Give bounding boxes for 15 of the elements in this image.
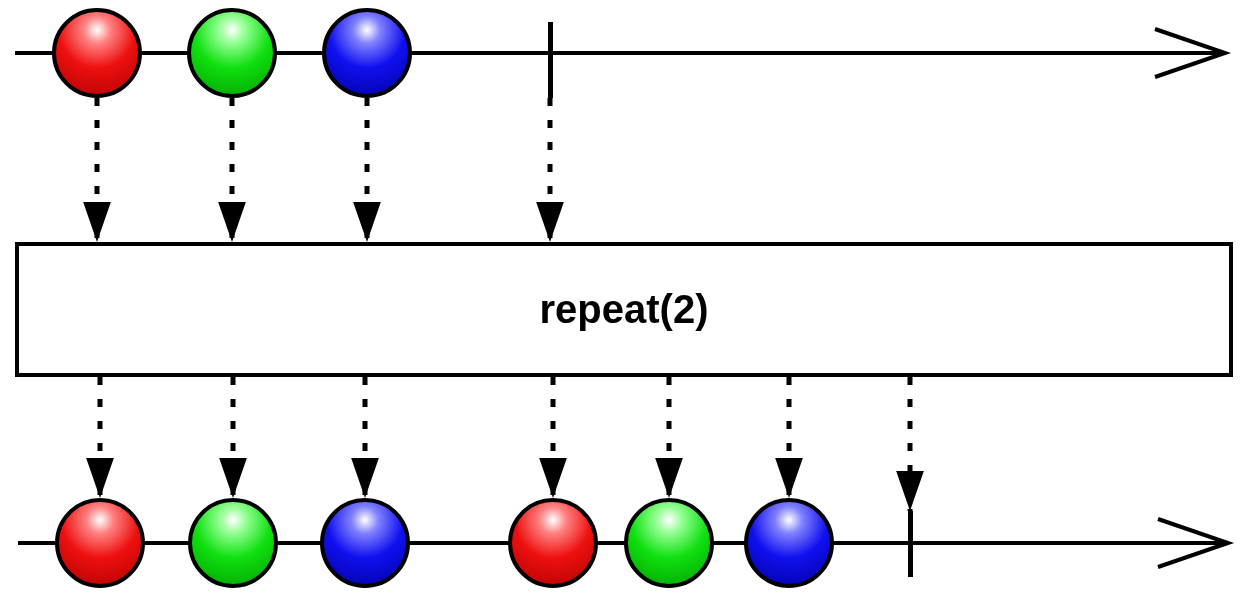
arrow [896,377,924,511]
arrow [655,377,683,498]
completion-tick [907,511,913,577]
arrow [351,377,379,498]
arrow [775,377,803,498]
arrow [218,98,246,242]
arrow [86,377,114,498]
arrow [219,377,247,498]
arrow [353,98,381,242]
arrow [83,98,111,242]
arrow [536,98,564,242]
arrow [539,377,567,498]
completion-tick [547,22,553,98]
operator-label: repeat(2) [539,287,709,332]
operator-box [15,242,1233,377]
